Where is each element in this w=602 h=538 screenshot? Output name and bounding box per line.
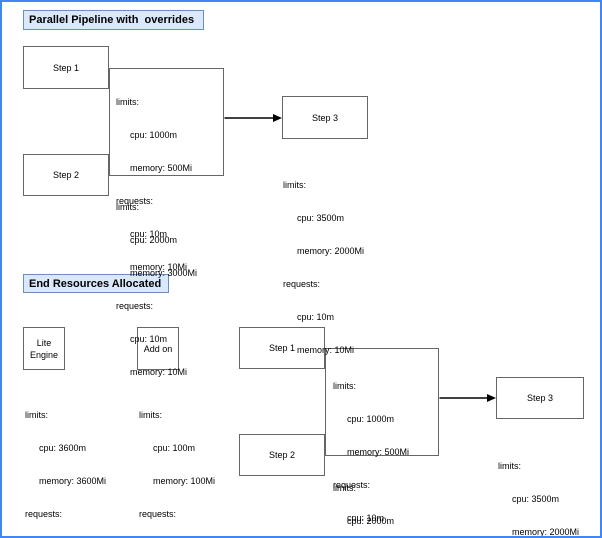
res-line: memory: 500Mi: [347, 447, 410, 457]
res-line: cpu: 100m: [153, 443, 196, 453]
node-label: Step 1: [268, 343, 296, 353]
section-title-parallel-pipeline: Parallel Pipeline with overrides: [23, 10, 204, 30]
res-line: limits:: [139, 410, 162, 420]
node-label: Lite Engine: [29, 337, 59, 360]
res-line: memory: 3600Mi: [39, 476, 107, 486]
res-line: memory: 10Mi: [297, 345, 355, 355]
section-title-text: End Resources Allocated: [29, 277, 162, 290]
resources-addon: limits: cpu: 100m memory: 100Mi requests…: [139, 388, 216, 536]
node-label: Step 2: [52, 170, 80, 180]
section-title-text: Parallel Pipeline with overrides: [29, 14, 195, 26]
res-line: requests:: [116, 301, 154, 311]
node-bottom-step3: Step 3: [496, 377, 584, 419]
node-bottom-step2: Step 2: [239, 434, 325, 476]
node-top-step1: Step 1: [23, 46, 109, 89]
res-line: memory: 2000Mi: [297, 246, 365, 256]
resources-top-step1: limits: cpu: 1000m memory: 500Mi request…: [116, 75, 192, 295]
resources-bottom-step2: limits: cpu: 2000m memory: 3000Mi reques…: [333, 461, 414, 536]
resources-top-step2: limits: cpu: 2000m memory: 3000Mi reques…: [116, 180, 197, 400]
resources-bottom-step1: limits: cpu: 1000m memory: 500Mi request…: [333, 359, 410, 536]
node-label: Step 2: [268, 450, 296, 460]
res-line: cpu: 10m: [130, 229, 168, 239]
node-top-step3: Step 3: [282, 96, 368, 139]
section-title-end-resources: End Resources Allocated: [23, 274, 169, 293]
merge-rect-bottom: [325, 348, 439, 456]
res-line: memory: 2000Mi: [512, 527, 580, 537]
node-addon: Add on: [137, 327, 179, 370]
res-line: limits:: [333, 483, 356, 493]
res-line: cpu: 3500m: [512, 494, 560, 504]
res-line: memory: 100Mi: [153, 476, 216, 486]
merge-rect-top: [109, 68, 224, 176]
res-line: memory: 500Mi: [130, 163, 193, 173]
res-line: cpu: 10m: [130, 334, 168, 344]
res-line: memory: 3000Mi: [130, 268, 198, 278]
res-line: requests:: [139, 509, 177, 519]
res-line: limits:: [25, 410, 48, 420]
resources-lite-engine: limits: cpu: 3600m memory: 3600Mi reques…: [25, 388, 107, 536]
res-line: requests:: [333, 480, 371, 490]
res-line: limits:: [283, 180, 306, 190]
res-line: limits:: [498, 461, 521, 471]
res-line: cpu: 10m: [297, 312, 335, 322]
node-top-step2: Step 2: [23, 154, 109, 196]
res-line: cpu: 2000m: [130, 235, 178, 245]
node-label: Add on: [143, 343, 173, 354]
res-line: requests:: [116, 196, 154, 206]
node-label: Step 3: [526, 393, 554, 403]
node-bottom-step1: Step 1: [239, 327, 325, 369]
res-line: limits:: [116, 202, 139, 212]
node-label: Step 1: [52, 62, 80, 73]
node-lite-engine: Lite Engine: [23, 327, 65, 370]
resources-top-step3: limits: cpu: 3500m memory: 2000Mi reques…: [283, 158, 364, 378]
res-line: cpu: 1000m: [130, 130, 178, 140]
res-line: cpu: 3600m: [39, 443, 87, 453]
res-line: requests:: [283, 279, 321, 289]
res-line: memory: 10Mi: [130, 262, 188, 272]
res-line: requests:: [25, 509, 63, 519]
res-line: limits:: [333, 381, 356, 391]
resources-bottom-step3: limits: cpu: 3500m memory: 2000Mi reques…: [498, 439, 580, 537]
node-label: Step 3: [311, 112, 339, 123]
res-line: memory: 10Mi: [130, 367, 188, 377]
res-line: cpu: 3500m: [297, 213, 345, 223]
res-line: cpu: 2000m: [347, 516, 395, 526]
res-line: cpu: 10m: [347, 513, 385, 523]
res-line: cpu: 1000m: [347, 414, 395, 424]
res-line: limits:: [116, 97, 139, 107]
